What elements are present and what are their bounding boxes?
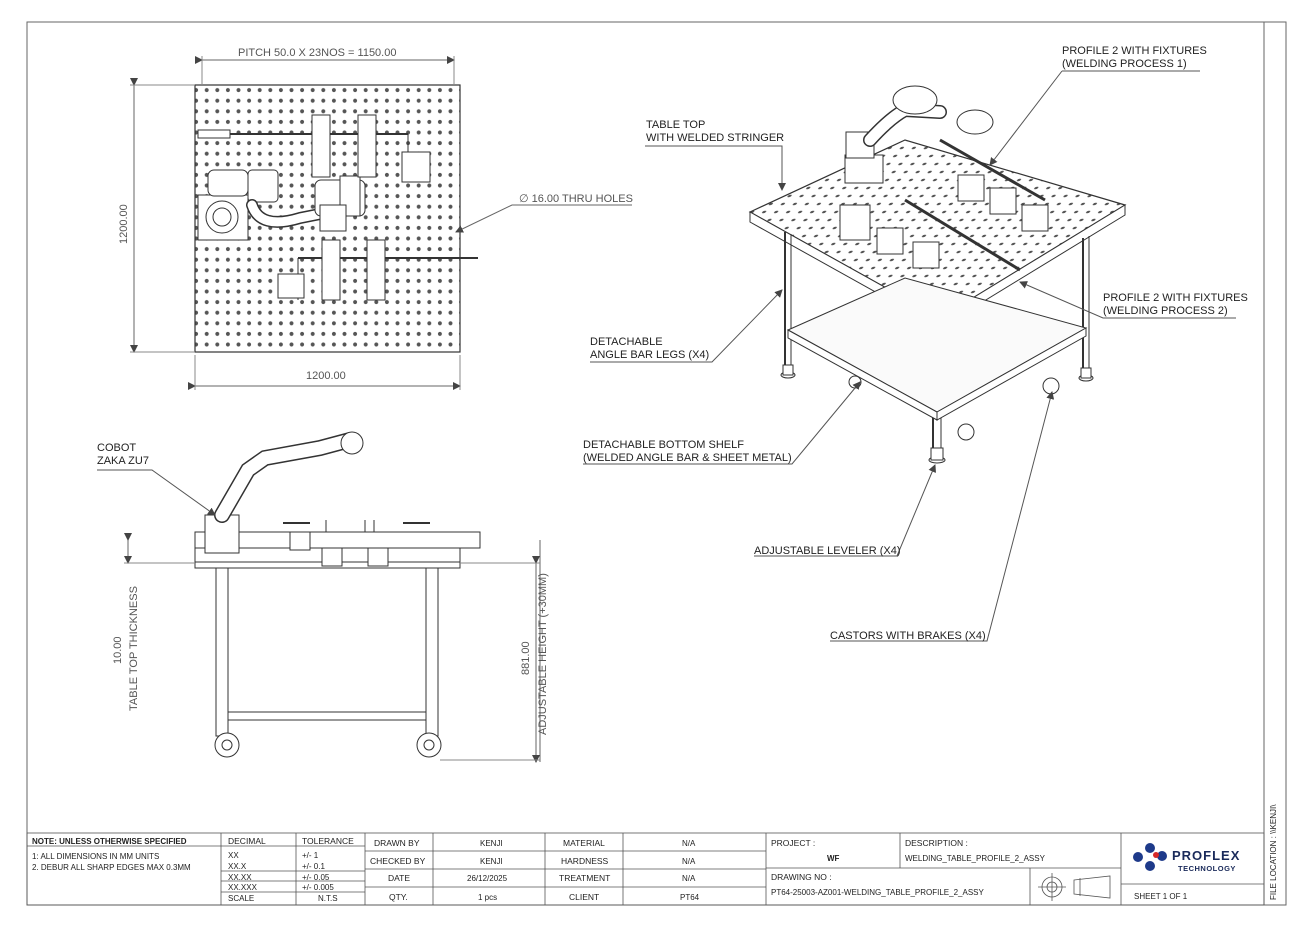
description-value: WELDING_TABLE_PROFILE_2_ASSY	[905, 854, 1045, 863]
iso-view	[748, 85, 1127, 464]
plan-height-dimension: 1200.00	[118, 204, 130, 244]
project-value: WF	[827, 854, 840, 863]
logo-main-text: PROFLEX	[1172, 848, 1241, 863]
callout-bottom-shelf: DETACHABLE BOTTOM SHELF(WELDED ANGLE BAR…	[583, 439, 792, 464]
decimal-row: SCALE	[228, 894, 255, 903]
project-label: PROJECT :	[771, 838, 816, 848]
tolerance-row: +/- 1	[302, 851, 319, 860]
callout-castors: CASTORS WITH BRAKES (X4)	[830, 630, 986, 642]
sheet-number: SHEET 1 OF 1	[1134, 892, 1188, 901]
decimal-row: XX.XXX	[228, 883, 257, 892]
height-dimension: 881.00	[520, 641, 532, 675]
date-label: DATE	[388, 873, 411, 883]
callout-profile-process-2: PROFILE 2 WITH FIXTURES(WELDING PROCESS …	[1103, 292, 1248, 317]
plan-width-dimension: 1200.00	[306, 370, 346, 382]
file-location: FILE LOCATION : \\KENJI\	[1269, 804, 1278, 900]
proflex-logo-icon	[1133, 843, 1167, 871]
thickness-dimension: 10.00	[112, 636, 124, 664]
checked-by-label: CHECKED BY	[370, 856, 426, 866]
plan-view	[130, 56, 632, 390]
callout-profile-process-1: PROFILE 2 WITH FIXTURES(WELDING PROCESS …	[1062, 45, 1207, 70]
tolerance-row: +/- 0.1	[302, 862, 325, 871]
decimal-row: XX	[228, 851, 239, 860]
tolerance-row: +/- 0.005	[302, 883, 334, 892]
qty-value: 1 pcs	[478, 893, 498, 902]
hardness-value: N/A	[682, 857, 696, 866]
date-value: 26/12/2025	[467, 874, 508, 883]
tolerance-header: TOLERANCE	[302, 836, 354, 846]
qty-label: QTY.	[389, 892, 408, 902]
decimal-row: XX.X	[228, 862, 247, 871]
notes-title: NOTE: UNLESS OTHERWISE SPECIFIED	[32, 837, 187, 846]
tolerance-row: N.T.S	[318, 894, 338, 903]
thickness-label: TABLE TOP THICKNESS	[128, 586, 140, 711]
callout-leveler: ADJUSTABLE LEVELER (X4)	[754, 545, 901, 557]
decimal-row: XX.XX	[228, 873, 252, 882]
tolerance-row: +/- 0.05	[302, 873, 330, 882]
title-block	[26, 832, 1265, 906]
client-label: CLIENT	[569, 892, 600, 902]
description-label: DESCRIPTION :	[905, 838, 968, 848]
material-value: N/A	[682, 839, 696, 848]
hardness-label: HARDNESS	[561, 856, 609, 866]
logo-sub-text: TECHNOLOGY	[1178, 864, 1236, 873]
decimal-header: DECIMAL	[228, 836, 266, 846]
checked-by-value: KENJI	[480, 857, 503, 866]
drawn-by-value: KENJI	[480, 839, 503, 848]
pitch-dimension: PITCH 50.0 X 23NOS = 1150.00	[238, 47, 397, 59]
note-2: 2. DEBUR ALL SHARP EDGES MAX 0.3MM	[32, 863, 191, 872]
drawn-by-label: DRAWN BY	[374, 838, 420, 848]
treatment-label: TREATMENT	[559, 873, 611, 883]
iso-bottom-shelf	[786, 277, 1088, 413]
drawing-no-label: DRAWING NO :	[771, 872, 832, 882]
holes-callout: ∅ 16.00 THRU HOLES	[519, 193, 633, 205]
treatment-value: N/A	[682, 874, 696, 883]
drawing-no-value: PT64-25003-AZ001-WELDING_TABLE_PROFILE_2…	[771, 888, 984, 897]
note-1: 1: ALL DIMENSIONS IN MM UNITS	[32, 852, 160, 861]
side-view	[97, 431, 541, 763]
client-value: PT64	[680, 893, 700, 902]
material-label: MATERIAL	[563, 838, 605, 848]
height-label: ADJUSTABLE HEIGHT (+30MM)	[537, 573, 549, 735]
